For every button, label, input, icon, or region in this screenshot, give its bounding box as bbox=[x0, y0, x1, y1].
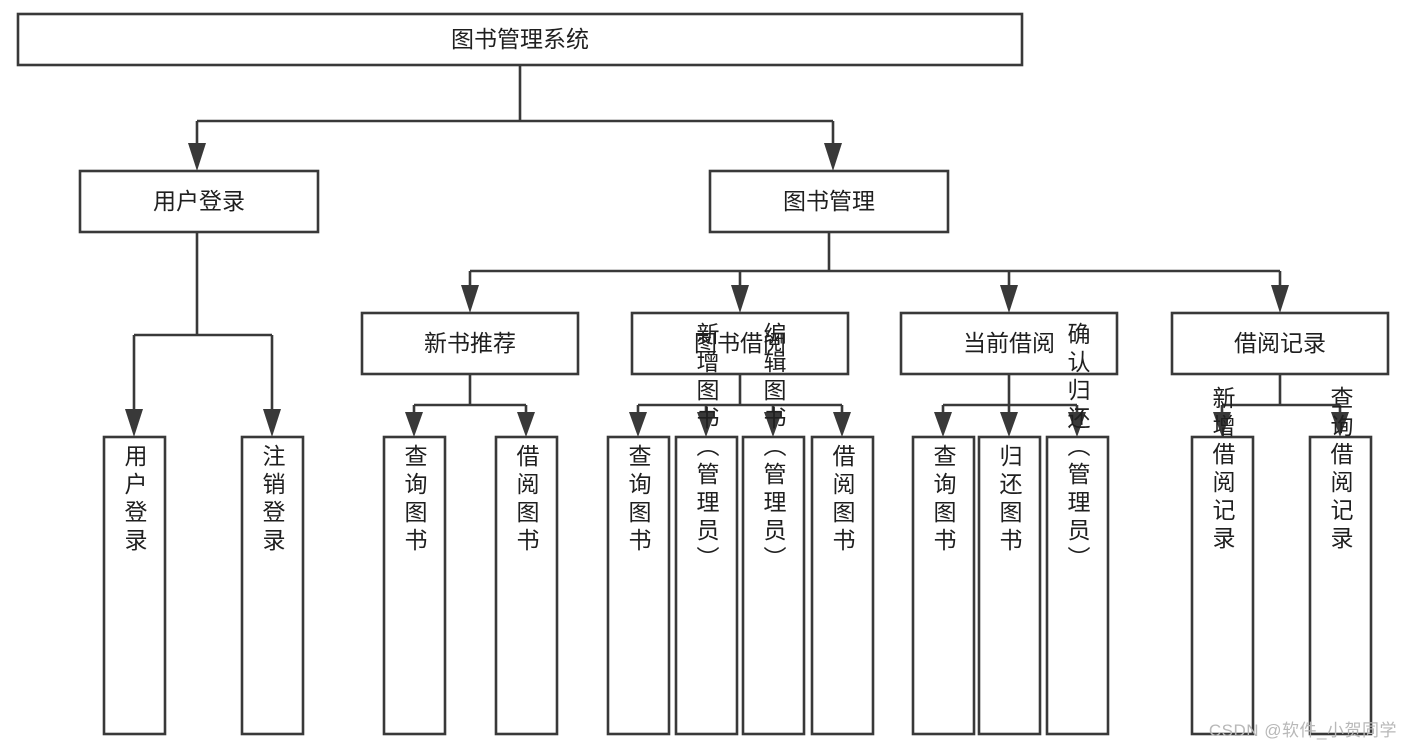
leaf-current-confirm[interactable]: 确认归还（管理员） bbox=[1045, 322, 1110, 736]
csdn-watermark: CSDN @软件_小贺同学 bbox=[1208, 721, 1397, 740]
arrow-current-to-return bbox=[1000, 412, 1018, 437]
node-user-login-label: 用户登录 bbox=[153, 188, 245, 214]
node-user-login[interactable]: 用户登录 bbox=[78, 169, 320, 234]
leaf-current-query[interactable]: 查询图书 bbox=[911, 435, 976, 736]
leaf-borrow-query-label: 查询图书 bbox=[625, 444, 652, 556]
connector-borrow-to-leaves bbox=[636, 374, 844, 422]
node-borrow-record-box[interactable] bbox=[1170, 311, 1390, 376]
node-borrow-record-label: 借阅记录 bbox=[1234, 330, 1326, 356]
connector-book-mgmt-to-level2 bbox=[468, 232, 1282, 288]
node-new-book-recommend[interactable]: 新书推荐 bbox=[360, 311, 580, 376]
leaf-user-logout-label: 注销登录 bbox=[259, 444, 286, 556]
leaf-borrow-edit-label: 编辑图书（管理员） bbox=[760, 322, 787, 574]
leaf-newbook-query[interactable]: 查询图书 bbox=[382, 435, 447, 736]
arrow-current-to-confirm bbox=[1068, 412, 1086, 437]
leaf-record-add[interactable]: 新增借阅记录 bbox=[1190, 386, 1255, 736]
leaf-current-return-label: 归还图书 bbox=[996, 444, 1023, 556]
node-book-management-box[interactable] bbox=[708, 169, 950, 234]
arrow-borrow-to-query bbox=[629, 412, 647, 437]
node-book-management-label: 图书管理 bbox=[783, 188, 875, 214]
leaf-borrow-add[interactable]: 新增图书（管理员） bbox=[674, 322, 739, 736]
node-borrow-record[interactable]: 借阅记录 bbox=[1170, 311, 1390, 376]
leaf-current-query-label: 查询图书 bbox=[930, 444, 957, 556]
leaf-record-query-label: 查询借阅记录 bbox=[1327, 386, 1354, 554]
node-root-label: 图书管理系统 bbox=[451, 26, 589, 52]
connector-layer bbox=[125, 65, 1349, 437]
leaf-borrow-add-label: 新增图书（管理员） bbox=[693, 322, 720, 574]
arrow-borrow-to-edit bbox=[764, 412, 782, 437]
leaf-borrow-borrow-label: 借阅图书 bbox=[829, 444, 856, 556]
leaf-borrow-edit[interactable]: 编辑图书（管理员） bbox=[741, 322, 806, 736]
arrow-root-to-book-mgmt bbox=[824, 143, 842, 171]
leaf-user-login-box[interactable] bbox=[102, 435, 167, 736]
node-book-borrow[interactable]: 图书借阅 bbox=[630, 311, 850, 376]
connector-record-to-leaves bbox=[1220, 374, 1342, 422]
leaf-newbook-query-label: 查询图书 bbox=[401, 444, 428, 556]
leaf-borrow-borrow[interactable]: 借阅图书 bbox=[810, 435, 875, 736]
connector-root-to-level1 bbox=[195, 65, 835, 146]
node-current-borrow-label: 当前借阅 bbox=[963, 330, 1055, 356]
arrow-current-to-query bbox=[934, 412, 952, 437]
leaf-user-login[interactable]: 用户登录 bbox=[102, 435, 167, 736]
connector-user-login-to-leaves bbox=[132, 232, 274, 412]
node-new-book-recommend-box[interactable] bbox=[360, 311, 580, 376]
leaf-current-return[interactable]: 归还图书 bbox=[977, 435, 1042, 736]
arrow-root-to-user-login bbox=[188, 143, 206, 171]
node-book-management[interactable]: 图书管理 bbox=[708, 169, 950, 234]
leaf-newbook-borrow-label: 借阅图书 bbox=[513, 444, 540, 556]
leaf-borrow-query[interactable]: 查询图书 bbox=[606, 435, 671, 736]
connector-new-book-to-leaves bbox=[412, 374, 528, 422]
node-root[interactable]: 图书管理系统 bbox=[16, 12, 1024, 67]
leaf-borrow-edit-box[interactable] bbox=[741, 435, 806, 736]
arrow-user-login-to-leaf-logout bbox=[263, 409, 281, 437]
leaf-borrow-query-box[interactable] bbox=[606, 435, 671, 736]
leaf-newbook-query-box[interactable] bbox=[382, 435, 447, 736]
leaf-newbook-borrow-box[interactable] bbox=[494, 435, 559, 736]
leaf-record-query[interactable]: 查询借阅记录 bbox=[1308, 386, 1373, 736]
leaf-user-logout[interactable]: 注销登录 bbox=[240, 435, 305, 736]
leaf-borrow-borrow-box[interactable] bbox=[810, 435, 875, 736]
leaf-user-login-label: 用户登录 bbox=[121, 444, 148, 556]
node-current-borrow[interactable]: 当前借阅 bbox=[899, 311, 1119, 376]
arrow-user-login-to-leaf-login bbox=[125, 409, 143, 437]
leaf-borrow-add-box[interactable] bbox=[674, 435, 739, 736]
leaf-record-add-box[interactable] bbox=[1190, 435, 1255, 736]
arrow-record-to-add bbox=[1213, 412, 1231, 437]
node-book-borrow-label: 图书借阅 bbox=[694, 330, 786, 356]
leaf-newbook-borrow[interactable]: 借阅图书 bbox=[494, 435, 559, 736]
leaf-current-return-box[interactable] bbox=[977, 435, 1042, 736]
leaf-current-query-box[interactable] bbox=[911, 435, 976, 736]
node-user-login-box[interactable] bbox=[78, 169, 320, 234]
arrow-record-to-query bbox=[1331, 412, 1349, 437]
arrow-book-mgmt-to-borrow bbox=[731, 285, 749, 313]
arrow-borrow-to-borrow-book bbox=[833, 412, 851, 437]
arrow-book-mgmt-to-record bbox=[1271, 285, 1289, 313]
arrow-borrow-to-add bbox=[697, 412, 715, 437]
node-book-borrow-box[interactable] bbox=[630, 311, 850, 376]
node-current-borrow-box[interactable] bbox=[899, 311, 1119, 376]
leaf-record-add-label: 新增借阅记录 bbox=[1209, 386, 1236, 554]
arrow-book-mgmt-to-new-book bbox=[461, 285, 479, 313]
leaf-current-confirm-box[interactable] bbox=[1045, 435, 1110, 736]
arrow-new-book-to-borrow bbox=[517, 412, 535, 437]
node-root-box[interactable] bbox=[16, 12, 1024, 67]
leaf-record-query-box[interactable] bbox=[1308, 435, 1373, 736]
leaf-user-logout-box[interactable] bbox=[240, 435, 305, 736]
node-new-book-recommend-label: 新书推荐 bbox=[424, 330, 516, 356]
leaf-current-confirm-label: 确认归还（管理员） bbox=[1064, 322, 1091, 574]
arrow-book-mgmt-to-current bbox=[1000, 285, 1018, 313]
arrow-new-book-to-query bbox=[405, 412, 423, 437]
